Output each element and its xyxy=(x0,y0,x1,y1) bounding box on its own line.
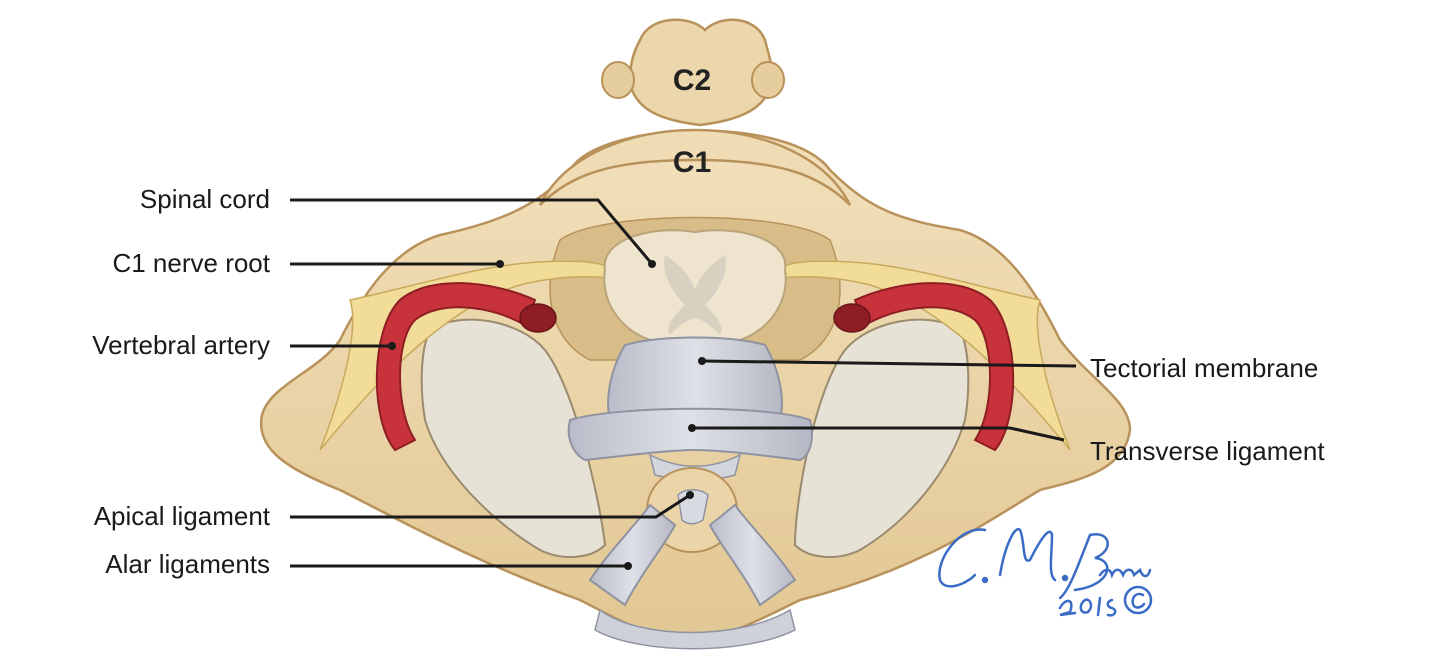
transverse-ligament xyxy=(567,407,813,462)
axis-c2-bone xyxy=(601,18,785,127)
pointer-c1-nerve-root xyxy=(496,260,504,268)
facet-left xyxy=(420,318,607,558)
c1-label: C1 xyxy=(673,146,711,179)
label-alar-ligaments: Alar ligaments xyxy=(105,549,270,579)
label-tectorial-membrane: Tectorial membrane xyxy=(1090,353,1318,383)
pointer-spinal-cord xyxy=(648,260,656,268)
label-transverse-ligament: Transverse ligament xyxy=(1090,436,1325,466)
leader-apical-ligament xyxy=(290,493,691,519)
pointer-tectorial-membrane xyxy=(698,357,706,365)
leader-tectorial-membrane xyxy=(701,359,1077,368)
pointer-apical-ligament xyxy=(686,491,694,499)
pointer-transverse-ligament xyxy=(688,424,696,432)
artery-lumen-right xyxy=(833,303,871,333)
label-vertebral-artery: Vertebral artery xyxy=(92,330,270,360)
leader-transverse-ligament xyxy=(692,426,1065,442)
spinal-cord xyxy=(603,229,787,346)
pointer-vertebral-artery xyxy=(388,342,396,350)
facet-right xyxy=(793,318,970,558)
artery-lumen-left xyxy=(519,303,557,333)
alar-ligament-right xyxy=(708,503,797,607)
vertebral-artery-right xyxy=(853,282,1015,452)
occipital-ligament-base xyxy=(594,608,796,650)
vertebral-artery-left xyxy=(375,282,537,452)
label-apical-ligament: Apical ligament xyxy=(94,501,271,531)
label-spinal-cord: Spinal cord xyxy=(140,184,270,214)
leader-spinal-cord xyxy=(290,198,654,265)
posterior-arch xyxy=(538,128,852,206)
c2-label: C2 xyxy=(673,64,711,97)
artist-signature xyxy=(938,528,1153,617)
label-c1-nerve-root: C1 nerve root xyxy=(112,248,270,278)
tectorial-membrane xyxy=(607,336,783,421)
alar-ligament-left xyxy=(588,503,677,607)
pointer-alar-ligaments xyxy=(624,562,632,570)
